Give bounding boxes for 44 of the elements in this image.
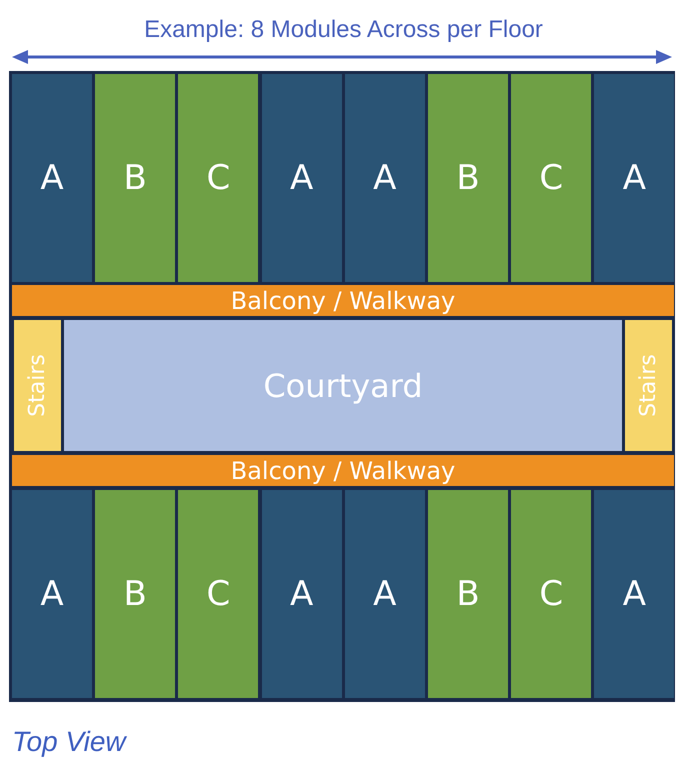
block-label: Stairs [25,354,50,417]
block-label: B [124,574,147,614]
block-label: B [456,158,480,198]
module-block [262,74,342,282]
block-label: Balcony / Walkway [230,286,456,314]
walkway-band [12,455,674,486]
block-label: C [539,158,564,198]
block-label: Stairs [636,354,661,417]
block-label: Courtyard [263,366,423,404]
block-label: A [622,158,646,198]
dimension-label: Example: 8 Modules Across per Floor [143,16,544,44]
stairs-block [14,320,61,451]
module-block [594,490,674,698]
module-block [344,74,425,282]
block-label: A [290,158,314,198]
module-block [511,74,592,282]
module-block [511,490,592,698]
block-label: C [206,158,230,198]
block-label: A [373,158,396,198]
caption: Top View [12,726,126,758]
stairs-block [625,320,672,451]
module-block [12,490,92,698]
block-label: A [40,158,64,198]
module-block [12,74,92,282]
courtyard-area [64,320,622,451]
module-block [344,490,425,698]
block-label: C [539,574,564,614]
block-label: B [456,574,480,614]
module-block [178,490,258,698]
block-label: C [206,574,230,614]
block-label: A [373,574,396,614]
block-label: A [290,574,314,614]
walkway-band [12,285,674,316]
block-label: Balcony / Walkway [230,456,456,484]
module-block [95,74,176,282]
module-block [594,74,674,282]
module-block [178,74,258,282]
module-block [428,74,508,282]
module-block [428,490,508,698]
block-label: A [622,574,646,614]
block-label: A [40,574,64,614]
block-label: B [124,158,147,198]
module-block [262,490,342,698]
module-block [95,490,176,698]
